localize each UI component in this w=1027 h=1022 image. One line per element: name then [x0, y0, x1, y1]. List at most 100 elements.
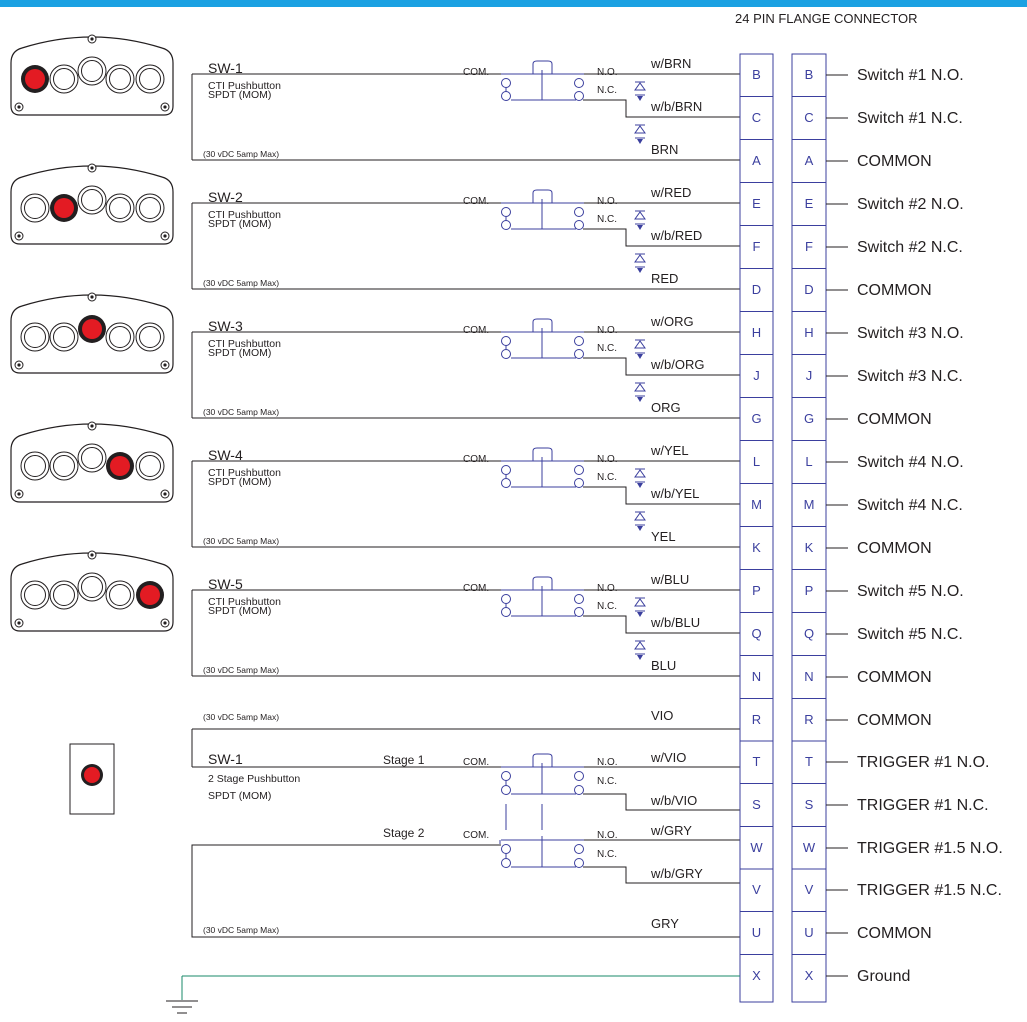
pin-left: L [753, 454, 760, 469]
connector-label: Switch #5 N.O. [857, 583, 964, 600]
pushbutton-led-icon [110, 456, 130, 476]
contact-no-icon [574, 336, 584, 346]
connector-label: COMMON [857, 669, 932, 686]
pin-right: B [805, 67, 814, 82]
wire-segment [583, 866, 740, 884]
pin-left: S [752, 797, 761, 812]
top-accent-bar [0, 0, 1027, 7]
wire-com-label: RED [651, 271, 678, 286]
wire-label: VIO [651, 708, 673, 723]
wire-segment [583, 99, 740, 118]
pin-left: M [751, 497, 762, 512]
contact-nc-icon [574, 785, 584, 795]
connector-label: Switch #3 N.O. [857, 325, 964, 342]
diode-icon [634, 512, 646, 521]
pin-left: E [752, 196, 761, 211]
contact-com-label: COM. [463, 325, 489, 336]
contact-nc-icon [574, 220, 584, 230]
pin-left: N [752, 669, 761, 684]
pin-right: R [804, 712, 813, 727]
pushbutton-inner-icon [24, 455, 46, 477]
diode-icon [634, 254, 646, 263]
wire-segment [583, 615, 740, 634]
pin-right: D [804, 282, 813, 297]
contact-nc-label: N.C. [597, 343, 617, 354]
contact-nc-icon [574, 478, 584, 488]
pushbutton-inner-icon [24, 197, 46, 219]
pin-right: X [805, 968, 814, 983]
switch-panel-5 [10, 550, 174, 632]
arrow-icon [637, 483, 643, 488]
connector-label: TRIGGER #1.5 N.O. [857, 840, 1003, 857]
connector-label: COMMON [857, 540, 932, 557]
pushbutton-led-icon [82, 319, 102, 339]
actuator-cap-icon [532, 189, 553, 203]
screw-center-icon [90, 37, 94, 41]
pin-right: C [804, 110, 813, 125]
wire-com-label: YEL [651, 529, 676, 544]
wire-label: w/b/GRY [650, 866, 703, 881]
contact-nc-label: N.C. [597, 85, 617, 96]
pin-right: T [805, 754, 813, 769]
stage2-no-label: N.O. [597, 830, 618, 841]
wire-label: w/b/VIO [650, 793, 697, 808]
diode-icon [634, 641, 646, 650]
contact-com2-icon [501, 858, 511, 868]
pin-left: G [751, 411, 761, 426]
wire-segment [583, 228, 740, 247]
pin-right: P [805, 583, 814, 598]
connector-label: Switch #4 N.O. [857, 454, 964, 471]
pin-right: S [805, 797, 814, 812]
trigger-rating: (30 vDC 5amp Max) [203, 712, 279, 722]
wire-no-label: w/RED [650, 185, 691, 200]
contact-nc-icon [574, 91, 584, 101]
wire-no-label: w/ORG [650, 314, 694, 329]
contact-com-icon [501, 465, 511, 475]
pin-right: N [804, 669, 813, 684]
pushbutton-inner-icon [53, 326, 75, 348]
connector-label: COMMON [857, 282, 932, 299]
contact-com-icon [501, 844, 511, 854]
connector-label: Switch #1 N.C. [857, 110, 963, 127]
wire-no-label: w/BRN [650, 56, 691, 71]
contact-no-label: N.O. [597, 196, 618, 207]
connector-label: Switch #3 N.C. [857, 368, 963, 385]
arrow-icon [637, 612, 643, 617]
pushbutton-inner-icon [53, 584, 75, 606]
contact-nc-label: N.C. [597, 214, 617, 225]
screw-center-icon [90, 166, 94, 170]
pin-left: D [752, 282, 761, 297]
wire-nc-label: w/b/BRN [650, 99, 702, 114]
pushbutton-inner-icon [81, 189, 103, 211]
wire-nc-label: w/b/BLU [650, 615, 700, 630]
screw-center-icon [17, 363, 21, 367]
screw-center-icon [90, 295, 94, 299]
diode-icon [634, 340, 646, 349]
connector-title: 24 PIN FLANGE CONNECTOR [735, 11, 918, 26]
contact-com2-icon [501, 220, 511, 230]
contact-no-label: N.O. [597, 325, 618, 336]
switch-name: SW-1 [208, 60, 243, 76]
contact-no-icon [574, 594, 584, 604]
switch-rating: (30 vDC 5amp Max) [203, 149, 279, 159]
contact-com2-icon [501, 478, 511, 488]
wire-com-label: ORG [651, 400, 681, 415]
pin-left: W [750, 840, 763, 855]
pushbutton-inner-icon [109, 197, 131, 219]
diode-icon [634, 211, 646, 220]
connector-label: COMMON [857, 153, 932, 170]
connector-label: Switch #1 N.O. [857, 67, 964, 84]
diode-icon [634, 125, 646, 134]
pushbutton-inner-icon [53, 455, 75, 477]
contact-nc-icon [574, 858, 584, 868]
arrow-icon [637, 268, 643, 273]
switch-spec: SPDT (MOM) [208, 347, 271, 359]
connector-label: TRIGGER #1 N.C. [857, 797, 989, 814]
trigger-type: 2 Stage Pushbutton [208, 773, 300, 785]
wire-nc-label: w/b/RED [650, 228, 702, 243]
switch-type: CTI Pushbutton [208, 80, 281, 92]
contact-nc-label: N.C. [597, 601, 617, 612]
pin-left: H [752, 325, 761, 340]
contact-nc-label: N.C. [597, 472, 617, 483]
pushbutton-inner-icon [81, 60, 103, 82]
